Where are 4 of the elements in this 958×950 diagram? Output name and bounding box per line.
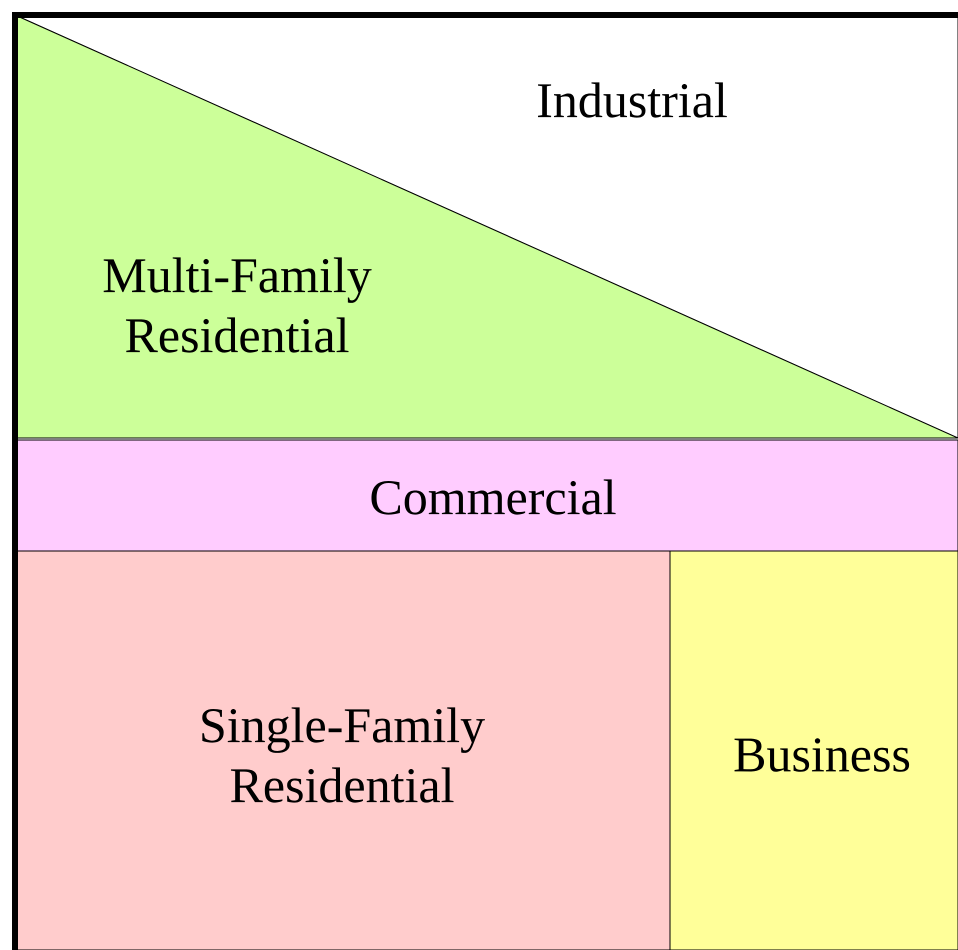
zone-area: Business xyxy=(670,550,958,950)
zone-area: Single-Family Residential xyxy=(14,550,670,950)
zone-area: Multi-Family Residential xyxy=(104,257,372,353)
zone-area: Commercial xyxy=(14,440,958,552)
